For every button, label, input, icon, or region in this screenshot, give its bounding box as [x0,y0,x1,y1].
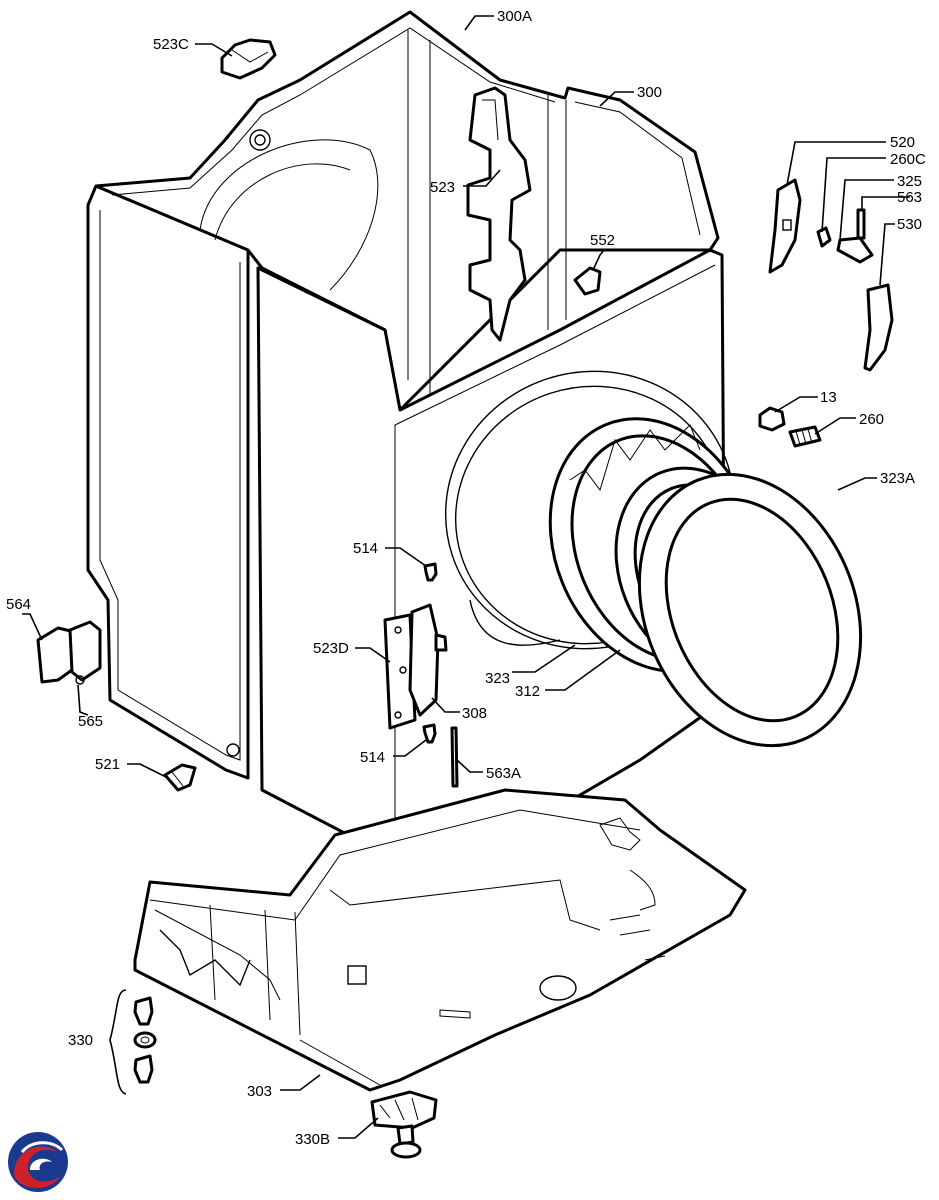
label-325: 325 [897,173,922,190]
label-523C: 523C [153,36,189,53]
label-565: 565 [78,713,103,730]
label-300: 300 [637,84,662,101]
foot-330B [370,1090,438,1159]
label-13: 13 [820,389,837,406]
hinge-308 [408,603,448,717]
label-260: 260 [859,411,884,428]
door-gasket-323A [637,472,863,748]
label-323: 323 [485,670,510,687]
label-330: 330 [68,1032,93,1049]
label-520: 520 [890,134,915,151]
brand-swirl-logo [8,1132,68,1192]
pin-563A [450,726,459,788]
screw-514-top [423,562,438,582]
label-260C: 260C [890,151,926,168]
screw-260 [788,425,822,448]
cabinet-300 [86,10,736,864]
label-300A: 300A [497,8,532,25]
clip-552 [573,266,602,296]
label-514-bottom: 514 [360,749,385,766]
label-308: 308 [462,705,487,722]
door-lock-group [768,178,894,372]
leader-lines [22,15,910,1139]
label-521: 521 [95,756,120,773]
label-303: 303 [247,1083,272,1100]
base-303 [133,788,747,1092]
label-323A: 323A [880,470,915,487]
label-563: 563 [897,189,922,206]
label-564: 564 [6,596,31,613]
label-514-top: 514 [353,540,378,557]
screw-514-bottom [422,723,437,744]
screw-521 [163,763,197,792]
label-312: 312 [515,683,540,700]
label-523: 523 [430,179,455,196]
hinge-564 [36,620,102,685]
clip-523C [220,38,277,80]
label-330B: 330B [295,1131,330,1148]
part-labels: 523C 300A 300 520 260C 325 563 530 523 5… [6,8,926,1148]
bushing-13 [758,406,786,432]
hinge-523D [383,613,417,730]
bracket-523 [466,86,532,342]
label-530: 530 [897,216,922,233]
foot-330 [133,996,157,1084]
label-523D: 523D [313,640,349,657]
label-552: 552 [590,232,615,249]
label-563A: 563A [486,765,521,782]
